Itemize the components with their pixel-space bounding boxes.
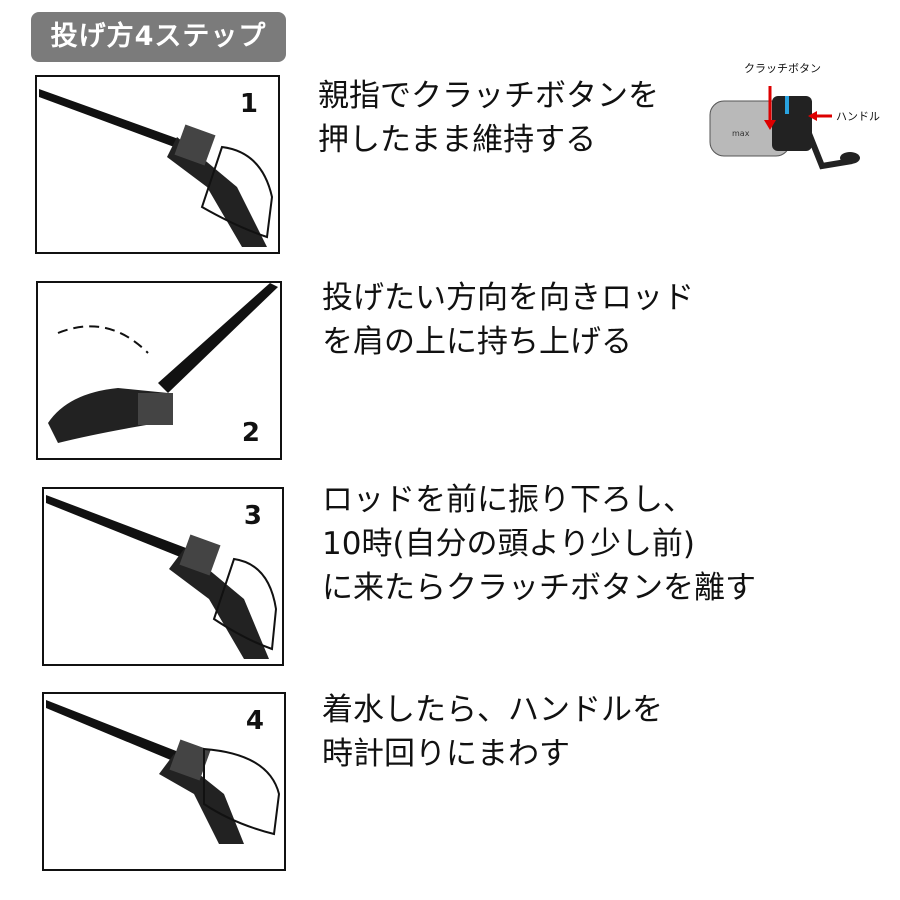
reel-brand: max: [732, 129, 750, 138]
step-number: 3: [243, 501, 262, 531]
rod-hand-drawing: [48, 283, 278, 443]
step-number: 1: [239, 89, 258, 119]
step-2-illustration: 2: [36, 281, 282, 460]
step-number: 2: [241, 418, 260, 448]
rod-hand-drawing: [46, 700, 281, 844]
page-title: 投げ方4ステップ: [31, 12, 286, 62]
step-4-text: 着水したら、ハンドルを 時計回りにまわす: [322, 692, 663, 772]
step-1-illustration: 1: [35, 75, 280, 254]
step-3-text: ロッドを前に振り下ろし、 10時(自分の頭より少し前) に来たらクラッチボタンを…: [322, 482, 756, 606]
handle-label: ハンドル: [836, 110, 880, 123]
reel-photo: max クラッチボタン ハンドル: [702, 56, 900, 176]
step-number: 4: [245, 706, 264, 736]
step-2-text: 投げたい方向を向きロッド を肩の上に持ち上げる: [322, 280, 694, 360]
clutch-button-label: クラッチボタン: [744, 62, 821, 75]
step-1-text: 親指でクラッチボタンを 押したまま維持する: [318, 78, 659, 158]
rod-hand-drawing: [39, 89, 274, 247]
rod-hand-drawing: [46, 495, 278, 659]
step-4-illustration: 4: [42, 692, 286, 871]
step-3-illustration: 3: [42, 487, 284, 666]
